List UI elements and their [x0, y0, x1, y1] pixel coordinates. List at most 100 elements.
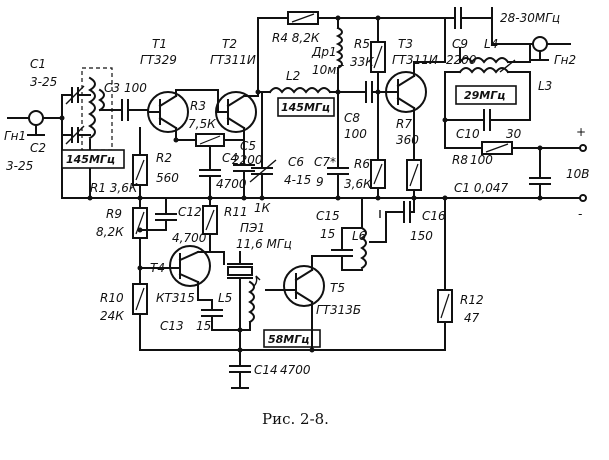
t3-label: T3 — [398, 37, 413, 51]
r7-value: 360 — [396, 133, 419, 147]
c9-value: 2200 — [446, 53, 477, 67]
resistor-r5: R5 33К — [350, 17, 386, 93]
gn1-label: Гн1 — [4, 129, 26, 143]
c1-value: 3-25 — [30, 75, 57, 89]
t2-label: T2 — [222, 37, 237, 51]
capacitor-c7: C7* 9 — [314, 91, 349, 199]
figure-caption: Рис. 2-8. — [262, 410, 329, 428]
c4-value: 4700 — [216, 177, 247, 191]
inductor-l3: L3 — [413, 17, 552, 121]
resistor-r4: R4 8,2К — [272, 11, 320, 45]
c10-label: C10 — [456, 127, 480, 141]
transistor-t5: T5 ГТ313Б — [265, 255, 361, 351]
supply-plus: + — [576, 125, 586, 139]
resistor-r3: R3 7,5К — [175, 99, 245, 147]
l1-tag-box — [61, 149, 125, 169]
l3-tag: 29МГц — [464, 89, 505, 102]
resistor-r6: R6 3,6К — [344, 91, 386, 199]
transistor-t1: T1 ГТ329 — [140, 37, 189, 141]
r9-value: 8,2К — [96, 225, 124, 239]
resistor-r2: R2 560 — [132, 127, 179, 199]
c3-value: 100 — [124, 81, 147, 95]
capacitor-c1-bypass: C1 0,047 — [454, 147, 551, 199]
dr1-value: 10мГ — [312, 63, 344, 77]
supply-terminals: + - 10В — [566, 125, 590, 221]
r10-value: 24К — [100, 309, 124, 323]
capacitor-c9: C9 2200 — [444, 7, 493, 67]
c2-label: C2 — [30, 141, 46, 155]
l2-tag-box — [277, 97, 335, 117]
r11-value: 1К — [254, 201, 271, 215]
crystal-pz1: ПЭ1 11,6 МГц — [209, 221, 292, 297]
c16-value: 150 — [410, 229, 433, 243]
r6-value: 3,6К — [344, 177, 372, 191]
c9-label: C9 — [452, 37, 468, 51]
c12-value: 4,700 — [172, 231, 207, 245]
resistor-r9: R9 8,2К — [96, 197, 148, 269]
c-bypass-label: C1 0,047 — [454, 181, 509, 195]
r5-label: R5 — [354, 37, 370, 51]
capacitor-c3: C3 100 — [99, 81, 151, 121]
c8-value: 100 — [344, 127, 367, 141]
resistor-r7: R7 360 — [396, 117, 422, 199]
r8-value: 100 — [470, 153, 493, 167]
c3-label: C3 — [104, 81, 120, 95]
c7-label: C7* — [314, 155, 336, 169]
r3-label: R3 — [190, 99, 206, 113]
l5-tag: 58МГц — [268, 333, 309, 346]
r4-label: R4 8,2К — [272, 31, 320, 45]
l5-tag-box — [263, 329, 321, 348]
dr1-label: Др1 — [311, 45, 337, 59]
l6-label: L6 — [352, 229, 367, 243]
t1-label: T1 — [152, 37, 167, 51]
inductor-l6: L6 — [341, 197, 381, 271]
l3-tag-box — [455, 85, 517, 105]
c6-value: 4-15 — [284, 173, 311, 187]
t2-type: ГТ311И — [210, 53, 256, 67]
resistor-r12: R12 47 — [437, 197, 484, 351]
output-frequency: 28-30МГц — [500, 11, 560, 25]
c13-label: C13 — [160, 319, 184, 333]
junction-dots — [59, 15, 543, 353]
pz1-label: ПЭ1 — [240, 221, 265, 235]
t5-label: T5 — [330, 281, 345, 295]
c5-label: C5 — [240, 139, 256, 153]
capacitor-c12: C12 4,700 — [139, 197, 207, 245]
capacitor-c10: C10 30 — [444, 109, 531, 141]
capacitor-c13: C13 15 — [160, 299, 241, 333]
t4-label: T4 — [150, 261, 165, 275]
r8-label: R8 — [452, 153, 468, 167]
r2-value: 560 — [156, 171, 179, 185]
c5-value: 2200 — [232, 153, 263, 167]
c15-value: 15 — [320, 227, 335, 241]
capacitor-c14: C14 4700 — [229, 329, 311, 389]
resistor-r11: R11 1К — [202, 197, 271, 253]
c14-label: C14 — [254, 363, 278, 377]
c8-label: C8 — [344, 111, 360, 125]
transistor-t4: T4 КТ315 — [139, 245, 211, 305]
transistor-t2: T2 ГТ311И — [210, 17, 259, 133]
c1-label: C1 — [30, 57, 46, 71]
t4-type: КТ315 — [156, 291, 195, 305]
c4-label: C4 — [222, 151, 238, 165]
capacitor-c4: C4 4700 — [199, 145, 247, 199]
r7-label: R7 — [396, 117, 412, 131]
c10-value: 30 — [506, 127, 522, 141]
l1-tag: 145МГц — [66, 153, 115, 166]
c15-label: C15 — [316, 209, 340, 223]
c7-value: 9 — [316, 175, 324, 189]
l2-tag: 145МГц — [281, 101, 330, 114]
capacitor-c15: C15 15 — [316, 209, 353, 271]
l5-label: L5 — [218, 291, 232, 305]
output-connector-gn2: 28-30МГц Гн2 — [491, 11, 576, 67]
r10-label: R10 — [100, 291, 124, 305]
pz1-value: 11,6 МГц — [236, 237, 292, 251]
t5-type: ГТ313Б — [316, 303, 361, 317]
c12-label: C12 — [178, 205, 202, 219]
l3-label: L3 — [538, 79, 552, 93]
capacitor-c1: C1 3-25 — [30, 57, 91, 119]
supply-minus: - — [578, 207, 582, 221]
l2-label: L2 — [286, 69, 300, 83]
resistor-r8: R8 100 — [444, 119, 581, 167]
